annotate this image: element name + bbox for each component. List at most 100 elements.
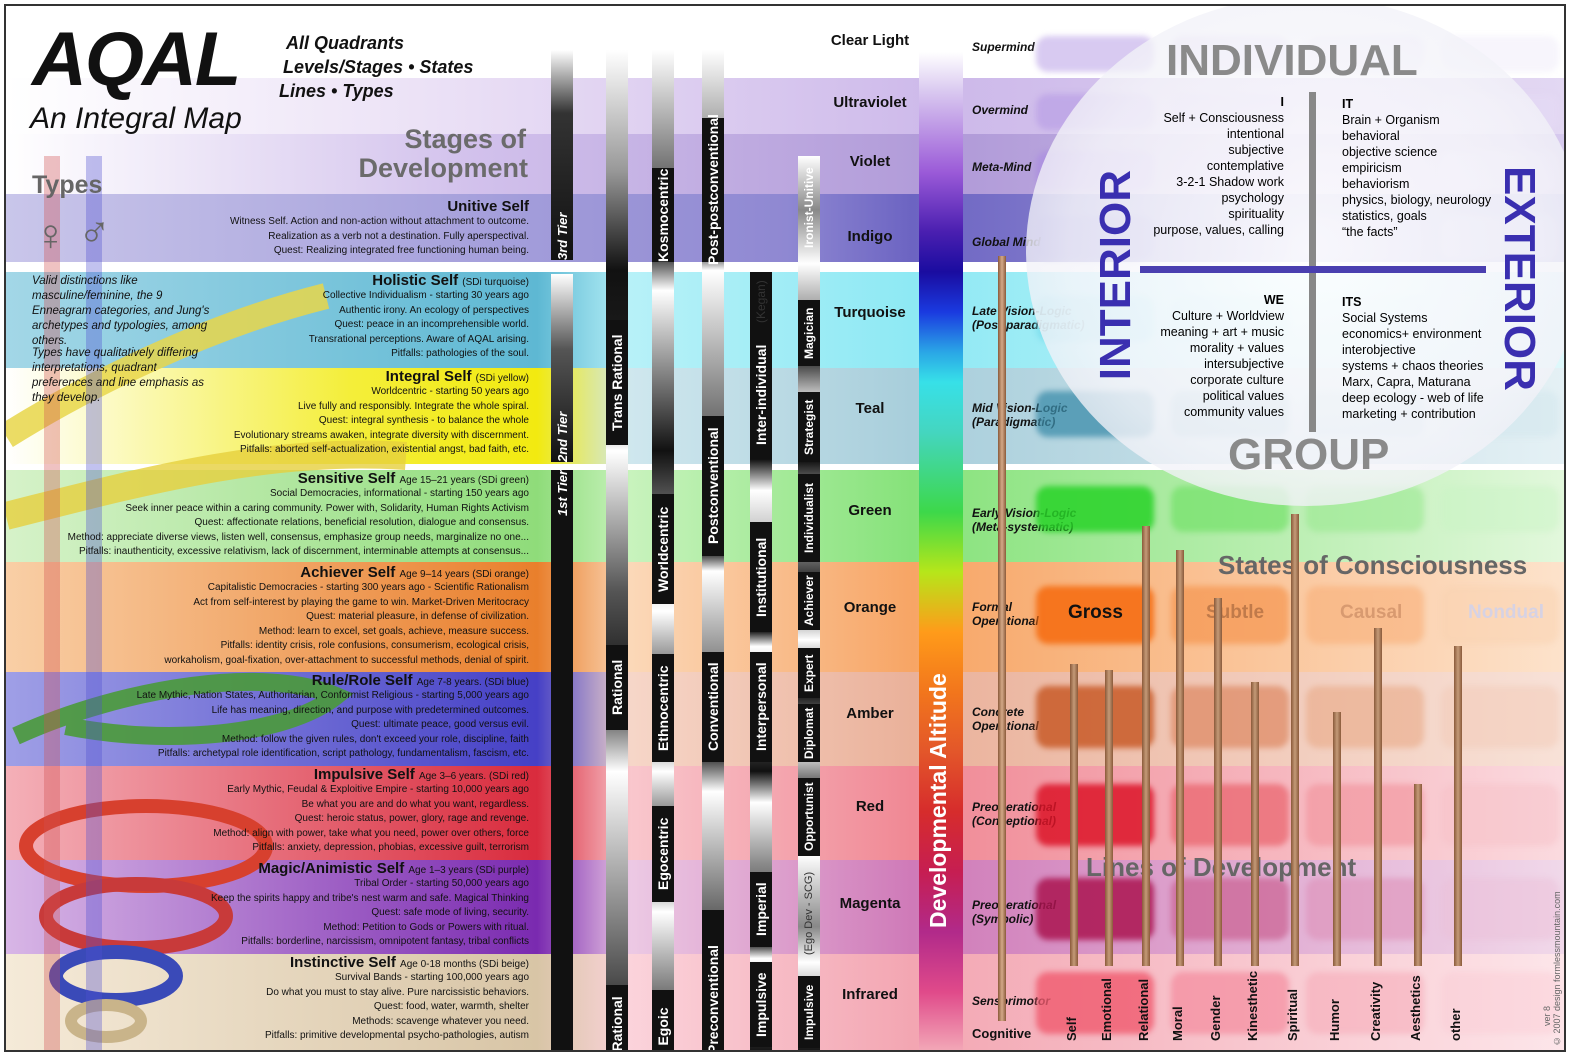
color-violet: Violet — [849, 153, 891, 170]
col-label: Strategist — [798, 392, 820, 462]
stage-rule-role: Rule/Role Self Age 7-8 years. (SDi blue)… — [6, 670, 551, 762]
col-label: Conventional — [702, 652, 724, 762]
stage-line: Pitfalls: archetypal role identification… — [157, 748, 529, 759]
stage-title: Sensitive Self — [297, 470, 396, 487]
stage-line: Early Mythic, Feudal & Exploitive Empire… — [227, 784, 529, 795]
line-label-self: Self — [1064, 1017, 1079, 1041]
column-conventional: Post-postconventional Postconventional C… — [702, 50, 724, 1050]
quadrant-vertical-axis — [1309, 92, 1316, 432]
line-label-creativity: Creativity — [1368, 981, 1383, 1041]
stage-line: Tribal Order - starting 50,000 years ago — [354, 878, 529, 889]
line-bar-gender — [1214, 598, 1222, 966]
state-block — [1036, 972, 1154, 1034]
line-label-other: other — [1448, 1008, 1463, 1042]
stage-line: Realization as a verb not a destination.… — [268, 230, 529, 242]
types-heading: Types — [32, 171, 103, 199]
state-block — [1036, 878, 1154, 940]
stage-line: Social Democracies, informational - star… — [269, 488, 529, 499]
quad-item: marketing + contribution — [1342, 407, 1476, 421]
states-heading: States of Consciousness — [1218, 550, 1528, 580]
quad-head: ITS — [1342, 295, 1362, 309]
line-bar-relational — [1142, 526, 1150, 966]
col-label: Individualist — [798, 474, 820, 562]
color-ultraviolet: Ultraviolet — [833, 94, 907, 111]
stage-line: Quest: Realizing integrated free functio… — [273, 245, 529, 256]
stage-line: Seek inner peace within a caring communi… — [125, 502, 529, 514]
col-label: Postconventional — [702, 416, 724, 556]
quad-item: systems + chaos theories — [1342, 359, 1484, 373]
stage-line: Pitfalls: primitive developmental psycho… — [264, 1030, 529, 1041]
stage-line: Method: align with power, take what you … — [213, 827, 529, 839]
state-block — [1036, 784, 1154, 846]
color-magenta: Magenta — [839, 895, 901, 912]
cognitive-level: Sensorimotor — [972, 994, 1050, 1008]
stage-meta: Age 9–14 years (SDi orange) — [399, 569, 529, 580]
quad-item: Self + Consciousness — [1163, 111, 1284, 125]
color-indigo: Indigo — [847, 228, 893, 245]
stage-unitive: Unitive Self Witness Self. Action and no… — [6, 196, 551, 259]
stage-meta: Age 7-8 years. (SDi blue) — [416, 677, 529, 688]
quad-item: corporate culture — [1190, 373, 1284, 387]
col-label: Worldcentric — [652, 494, 674, 604]
cognitive-level: Supermind — [972, 40, 1035, 54]
element-all-quadrants: All Quadrants — [286, 33, 405, 53]
state-block — [1306, 878, 1424, 940]
stage-line: Survival Bands - starting 100,000 years … — [335, 972, 529, 983]
quad-item: morality + values — [1189, 341, 1284, 355]
line-bar-emotional — [1105, 670, 1113, 966]
stage-meta: Age 0-18 months (SDi beige) — [400, 959, 529, 970]
line-label-spiritual: Spiritual — [1285, 988, 1300, 1041]
band-orange — [6, 562, 1564, 672]
col-label: (Kegan) — [754, 280, 768, 324]
quadrant-circle — [1026, 6, 1564, 506]
quad-item: Social Systems — [1342, 311, 1428, 325]
quad-item: physics, biology, neurology — [1342, 193, 1492, 207]
col-label: Diplomat — [798, 704, 820, 762]
spiral-illustration — [6, 283, 407, 1043]
stage-line: Quest: heroic status, power, glory, rage… — [294, 813, 529, 824]
quad-item: spirituality — [1228, 207, 1284, 221]
col-label: Magician — [798, 300, 820, 366]
stage-line: Pitfalls: anxiety, depression, phobias, … — [252, 842, 529, 853]
state-block — [1171, 586, 1289, 644]
stage-line: Quest: food, water, warmth, shelter — [373, 1001, 529, 1012]
spiral-green-ribbon — [12, 672, 354, 745]
stages-heading-line2: Development — [358, 153, 528, 183]
col-label: Interpersonal — [750, 652, 772, 762]
stage-line: Methods: scavenge whatever you need. — [352, 1015, 529, 1027]
cog-l1: Global Mind — [972, 235, 1041, 249]
stage-line: Pitfalls: aborted self-actualization, ex… — [239, 444, 529, 455]
quad-item: interobjective — [1342, 343, 1416, 357]
quad-item: Marx, Capra, Maturana — [1342, 375, 1471, 389]
stage-line: Pitfalls: identity crisis, role confusio… — [220, 640, 529, 651]
line-bar-spiritual — [1291, 514, 1299, 966]
col-label: Institutional — [750, 522, 772, 632]
column-rationality: Trans Rational Rational Pre Rational — [606, 50, 628, 1050]
quad-item: contemplative — [1206, 159, 1284, 173]
element-lines-types: Lines • Types — [279, 81, 394, 101]
stage-line: Method: Petition to Gods or Powers with … — [323, 921, 529, 933]
tier-label: 1st Tier — [554, 470, 570, 517]
cog-l1: Overmind — [972, 103, 1029, 117]
quad-item: deep ecology - web of life — [1342, 391, 1484, 405]
altitude-label: Developmental Altitude — [925, 673, 951, 928]
stage-line: Keep the spirits happy and tribe's nest … — [210, 892, 529, 904]
state-block — [1036, 686, 1154, 748]
state-block — [1171, 878, 1289, 940]
quad-item: community values — [1183, 405, 1284, 419]
line-label-gender: Gender — [1208, 995, 1223, 1041]
cog-l1: Sensorimotor — [972, 994, 1051, 1008]
cog-l1: Preoperational — [972, 898, 1057, 912]
quad-head: IT — [1342, 97, 1354, 111]
stage-line: Collective Individualism - starting 30 y… — [322, 290, 529, 301]
line-bar-kinesthetic — [1251, 682, 1259, 966]
aqal-subtitle: An Integral Map — [30, 102, 242, 135]
quadrant-interior: INTERIOR — [1091, 170, 1140, 381]
quad-item: empiricism — [1342, 161, 1402, 175]
column-ego-development: Ironist-Unitive Magician Strategist Indi… — [798, 156, 820, 1050]
line-label-humor: Humor — [1327, 999, 1342, 1041]
stage-meta: (SDi turquoise) — [462, 277, 529, 288]
tier-label: 3rd Tier — [554, 212, 570, 260]
stage-title: Magic/Animistic Self — [258, 860, 405, 877]
